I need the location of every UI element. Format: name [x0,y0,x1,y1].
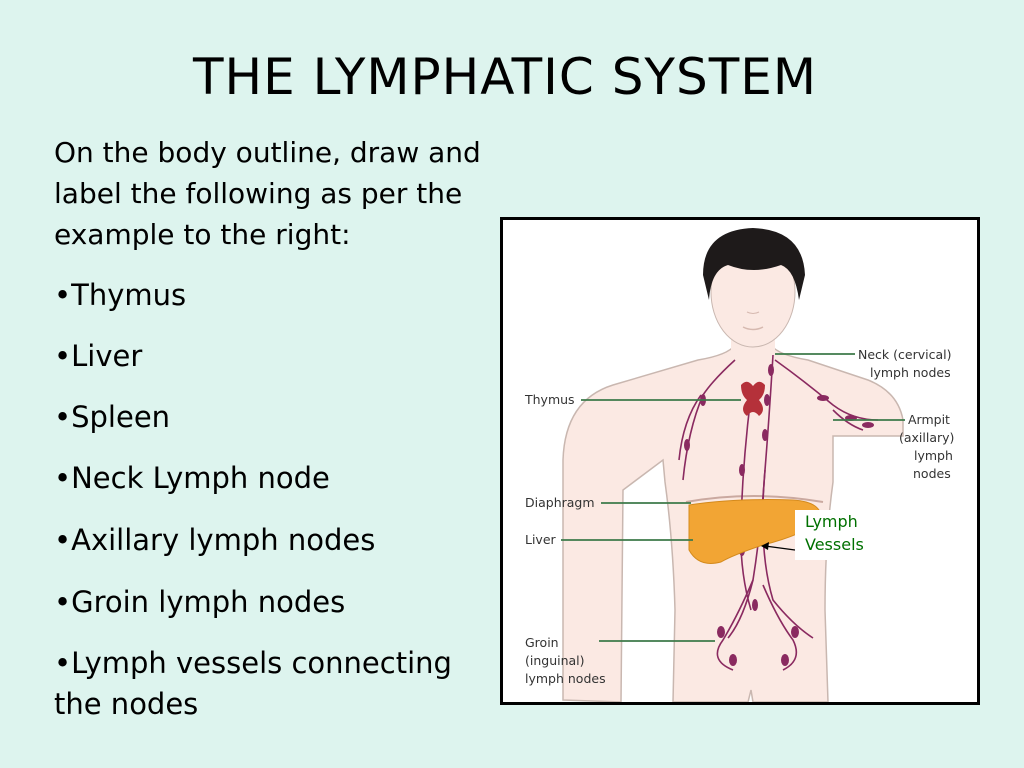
label-armpit-line1: Armpit [908,412,950,427]
diaphragm [685,495,824,503]
label-groin-line2: (inguinal) [525,653,585,668]
label-armpit-line4: nodes [913,466,951,481]
bullet-neck-lymph-node: •Neck Lymph node [54,461,330,495]
vessels-arrow [764,545,796,551]
label-armpit-line3: lymph [914,448,953,463]
bullet-groin-lymph-nodes: •Groin lymph nodes [54,585,346,619]
hair [703,228,805,300]
label-groin-line3: lymph nodes [525,671,606,686]
bullet-lymph-vessels: •Lymph vessels connecting the nodes [54,646,452,721]
bullet-thymus: •Thymus [54,278,187,312]
body-illustration [561,228,905,702]
bullet-spleen: •Spleen [54,400,171,434]
bullet-liver: •Liver [54,339,143,373]
lymphatic-diagram: Neck (cervical) lymph nodes Thymus Armpi… [500,217,980,705]
thymus-organ [741,381,765,416]
lymph-vessels-annotation: Lymph Vessels [795,510,880,560]
annotation-line1: Lymph [805,512,858,531]
label-groin-line1: Groin [525,635,559,650]
annotation-line2: Vessels [805,535,864,554]
label-neck-line1: Neck (cervical) [858,347,952,362]
label-diaphragm: Diaphragm [525,495,595,510]
label-neck-line2: lymph nodes [870,365,951,380]
slide-title: THE LYMPHATIC SYSTEM [193,48,817,106]
label-liver: Liver [525,532,556,547]
label-armpit-line2: (axillary) [899,430,955,445]
bullet-axillary-lymph-nodes: •Axillary lymph nodes [54,523,376,557]
label-thymus: Thymus [525,392,575,407]
instructions-text: On the body outline, draw and label the … [54,136,481,251]
leader-lines [561,353,905,642]
